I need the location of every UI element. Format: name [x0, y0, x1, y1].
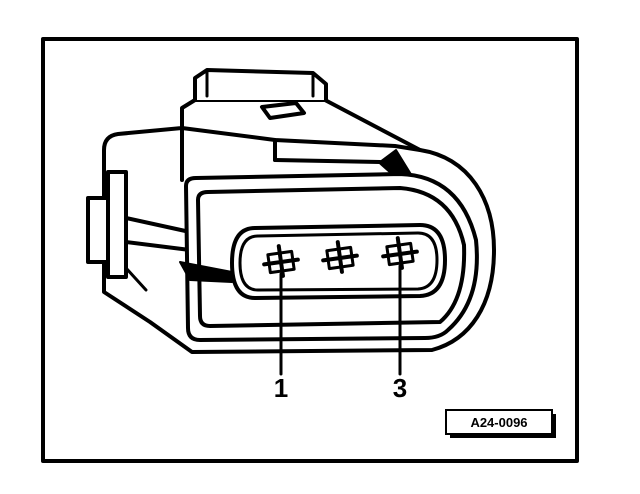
reference-code: A24-0096 — [470, 415, 527, 430]
side-latch-stub — [124, 266, 148, 292]
callout-label-pin-1: 1 — [274, 373, 288, 403]
pin-2 — [321, 240, 359, 274]
side-latch-tab — [86, 196, 110, 264]
pin-3 — [381, 236, 419, 270]
side-latch-bar-top — [124, 216, 192, 234]
coding-key — [179, 261, 233, 283]
pin-insert — [230, 223, 447, 300]
reference-box-frame — [445, 409, 553, 435]
callout-label-pin-3: 3 — [393, 373, 407, 403]
cavity-inner-wall — [196, 186, 467, 328]
side-latch-column — [106, 170, 128, 279]
latch-body — [193, 68, 328, 102]
pin-3-cross — [381, 236, 419, 270]
pin-1-cross — [262, 244, 300, 278]
side-latch-bar-bottom — [124, 240, 192, 252]
pin-2-cross — [321, 240, 359, 274]
latch-window — [260, 101, 306, 120]
reference-code-box: A24-0096 — [445, 409, 556, 438]
pin-insert-inner — [238, 231, 439, 292]
pin-1 — [262, 244, 300, 278]
front-top-edge — [180, 126, 422, 152]
